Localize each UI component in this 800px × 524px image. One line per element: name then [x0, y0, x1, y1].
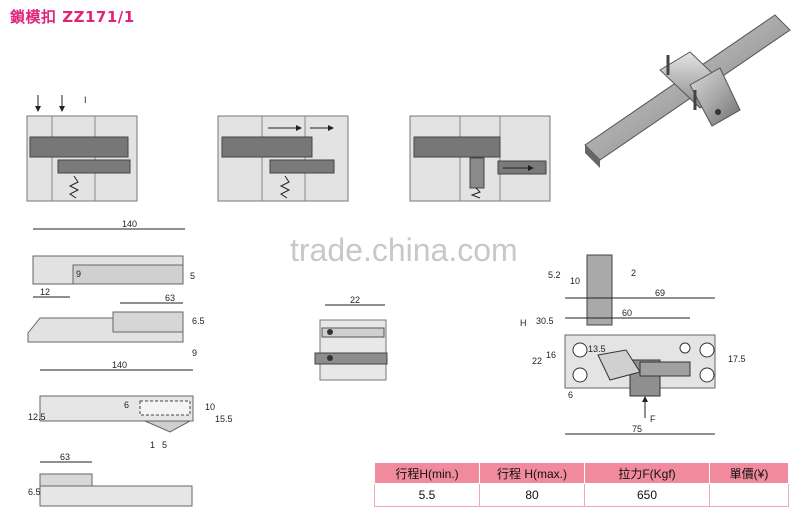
operation-diagram-1: I	[26, 95, 138, 202]
dim-6: 6	[124, 400, 129, 410]
dim-30-5: 30.5	[536, 316, 554, 326]
dim-22-b: 22	[532, 356, 542, 366]
dim-5-b: 5	[162, 440, 167, 450]
dim-5-2: 5.2	[548, 270, 561, 280]
header-pull-force: 拉力F(Kgf)	[584, 462, 710, 484]
dim-12: 12	[40, 287, 50, 297]
dim-16: 16	[546, 350, 556, 360]
dim-10: 10	[205, 402, 215, 412]
spec-data-row: 5.5 80 650	[374, 483, 789, 507]
dim-75: 75	[632, 424, 642, 434]
cell-unit-price	[709, 483, 789, 507]
watermark-text: trade.china.com	[290, 232, 518, 268]
operation-diagram-3	[409, 115, 551, 202]
dim-6-b: 6	[568, 390, 573, 400]
dim-2: 2	[631, 268, 636, 278]
dim-6-5-b: 6.5	[28, 487, 41, 497]
product-title: 鎖模扣 ZZ171/1	[10, 8, 135, 26]
force-f: F	[650, 414, 656, 424]
spec-header-row: 行程H(min.) 行程 H(max.) 拉力F(Kgf) 單價(¥)	[374, 462, 789, 484]
header-unit-price: 單價(¥)	[709, 462, 789, 484]
header-stroke-max: 行程 H(max.)	[479, 462, 585, 484]
label-i: I	[84, 95, 87, 105]
dim-140-top: 140	[122, 219, 137, 229]
dim-1: 1	[150, 440, 155, 450]
header-stroke-min: 行程H(min.)	[374, 462, 480, 484]
dim-63-a: 63	[165, 293, 175, 303]
cell-pull-force: 650	[584, 483, 710, 507]
drawing-right-assembly: F 5.2 10 2 69 30.5 60 16 22 13.5 17.5 6 …	[520, 254, 746, 435]
drawing-side-view-1: 140 9 5 12 63	[32, 219, 195, 304]
dim-140-b: 140	[112, 360, 127, 370]
cell-stroke-max: 80	[479, 483, 585, 507]
dim-5-a: 5	[190, 271, 195, 281]
dim-15-5: 15.5	[215, 414, 233, 424]
drawing-side-view-2: 6.5 9	[27, 311, 205, 358]
operation-diagram-2	[217, 115, 349, 202]
product-render	[584, 14, 791, 168]
dim-6-5: 6.5	[192, 316, 205, 326]
dim-9-b: 9	[192, 348, 197, 358]
dim-10-b: 10	[570, 276, 580, 286]
spec-table: 行程H(min.) 行程 H(max.) 拉力F(Kgf) 單價(¥) 5.5 …	[374, 462, 789, 507]
dim-9-a: 9	[76, 269, 81, 279]
dim-17-5: 17.5	[728, 354, 746, 364]
drawing-plan-view: 140 12.5 6 10 15.5 1 5	[28, 360, 233, 450]
dim-63-b: 63	[60, 452, 70, 462]
dim-69: 69	[655, 288, 665, 298]
dim-13-5: 13.5	[588, 344, 606, 354]
dim-22-a: 22	[350, 295, 360, 305]
drawing-end-view: 63 6.5	[28, 452, 193, 507]
dim-60: 60	[622, 308, 632, 318]
label-h: H	[520, 318, 527, 328]
drawing-center-assembly: 22	[314, 295, 388, 381]
dim-12-5: 12.5	[28, 412, 46, 422]
cell-stroke-min: 5.5	[374, 483, 480, 507]
